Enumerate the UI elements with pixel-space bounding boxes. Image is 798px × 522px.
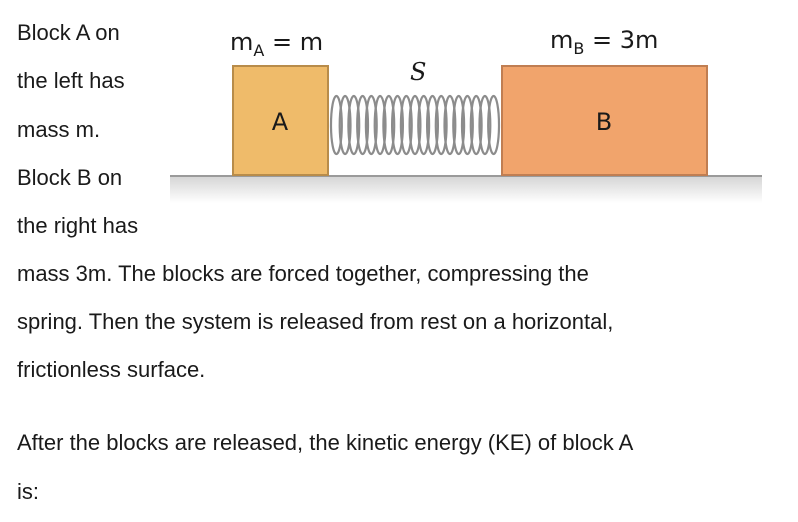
problem-line-8: frictionless surface.: [17, 357, 206, 382]
spring-coil: [417, 94, 431, 156]
spring-coil: [364, 94, 378, 156]
problem-line-1: Block A on: [17, 20, 120, 45]
question-line-1: After the blocks are released, the kinet…: [17, 430, 634, 455]
mass-a-label: mA = m: [230, 28, 323, 60]
spring-coil: [478, 94, 492, 156]
block-b-letter: B: [596, 108, 612, 136]
spring-coil: [391, 94, 405, 156]
problem-line-7: spring. Then the system is released from…: [17, 309, 614, 334]
ground-shadow: [170, 177, 762, 203]
spring-coil: [469, 94, 483, 156]
spring-coil: [443, 94, 457, 156]
problem-line-2: the left has: [17, 68, 125, 93]
mass-b-label: mB = 3m: [550, 26, 658, 58]
spring-block-diagram: mA = m mB = 3m S A B: [170, 26, 762, 203]
spring-label: S: [410, 58, 426, 86]
problem-line-4: Block B on: [17, 165, 123, 190]
spring-coil: [452, 94, 466, 156]
spring-coil: [382, 94, 396, 156]
spring-coil: [426, 94, 440, 156]
spring-coil: [408, 94, 422, 156]
spring-coil: [434, 94, 448, 156]
spring-coil: [338, 94, 352, 156]
spring: [329, 94, 501, 156]
block-a-letter: A: [272, 108, 289, 136]
spring-coil: [487, 94, 501, 156]
problem-line-6: mass 3m. The blocks are forced together,…: [17, 261, 589, 286]
problem-line-3: mass m.: [17, 117, 101, 142]
block-a: [232, 65, 329, 176]
spring-coil: [460, 94, 474, 156]
spring-coil: [399, 94, 413, 156]
question-line-2: is:: [17, 479, 39, 504]
problem-line-5: the right has: [17, 213, 139, 238]
spring-coil: [329, 94, 343, 156]
block-b: [501, 65, 708, 176]
spring-coil: [347, 94, 361, 156]
spring-coil: [356, 94, 370, 156]
spring-coil: [373, 94, 387, 156]
